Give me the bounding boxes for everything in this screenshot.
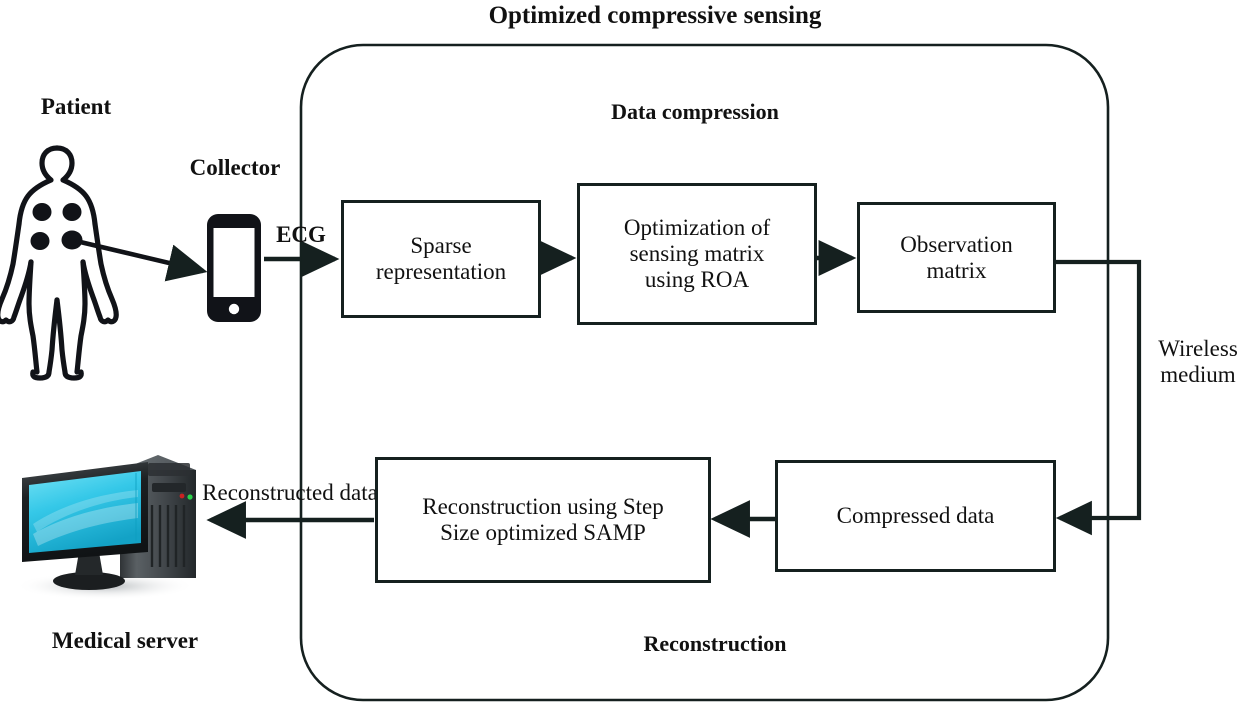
- edge-label-ecg: ECG: [276, 222, 326, 247]
- box-observation-matrix[interactable]: Observation matrix: [857, 202, 1056, 313]
- edge-label-reconstructed-data: Reconstructed data: [200, 480, 380, 506]
- wireless-medium-path: [1055, 259, 1142, 536]
- box-reconstruction-samp-line-2: Size optimized SAMP: [440, 520, 646, 545]
- box-observation-matrix-line-2: matrix: [926, 257, 987, 283]
- box-optimization-roa-line-1: Optimization of: [623, 215, 771, 241]
- reconstructed-data-line-2: data: [339, 480, 378, 505]
- patient-label: Patient: [40, 94, 112, 119]
- arrow-patient-to-collector: [75, 238, 208, 282]
- box-optimization-roa-line-2: sensing matrix: [629, 241, 765, 267]
- box-reconstruction-samp-text: Reconstruction using Step Size optimized…: [410, 494, 675, 546]
- box-sparse-representation-text: Sparse representation: [364, 233, 518, 285]
- wireless-medium-line-2: medium: [1160, 361, 1236, 387]
- patient-figure: [0, 145, 119, 381]
- edge-label-wireless-medium: Wireless medium: [1146, 336, 1250, 388]
- box-compressed-data-line-1: Compressed data: [836, 503, 995, 529]
- optimized-compressive-sensing-container: [299, 43, 1110, 702]
- page-title: Optimized compressive sensing: [488, 2, 822, 29]
- box-sparse-representation[interactable]: Sparse representation: [341, 200, 541, 318]
- box-observation-matrix-text: Observation matrix: [888, 232, 1024, 284]
- box-compressed-data-text: Compressed data: [825, 503, 1007, 529]
- medical-server-icon: [15, 455, 196, 600]
- section-label-data-compression: Data compression: [611, 99, 779, 124]
- box-optimization-roa[interactable]: Optimization of sensing matrix using ROA: [577, 183, 817, 325]
- medical-server-label: Medical server: [51, 628, 199, 653]
- electrode-dots: [30, 203, 83, 250]
- collector-phone-icon: [207, 214, 261, 322]
- box-optimization-roa-line-3: using ROA: [644, 266, 750, 292]
- box-observation-matrix-line-1: Observation: [900, 231, 1013, 257]
- collector-label: Collector: [189, 155, 281, 180]
- box-optimization-roa-text: Optimization of sensing matrix using ROA: [612, 215, 782, 292]
- box-reconstruction-samp[interactable]: Reconstruction using Step Size optimized…: [375, 457, 711, 583]
- box-compressed-data[interactable]: Compressed data: [775, 460, 1056, 572]
- reconstructed-data-line-1: Reconstructed: [202, 480, 334, 505]
- box-sparse-representation-line-2: representation: [375, 259, 507, 284]
- box-sparse-representation-line-1: Sparse: [410, 233, 472, 259]
- wireless-medium-line-1: Wireless: [1158, 336, 1238, 361]
- section-label-reconstruction: Reconstruction: [643, 631, 787, 656]
- box-reconstruction-samp-line-1: Reconstruction using Step: [422, 494, 664, 520]
